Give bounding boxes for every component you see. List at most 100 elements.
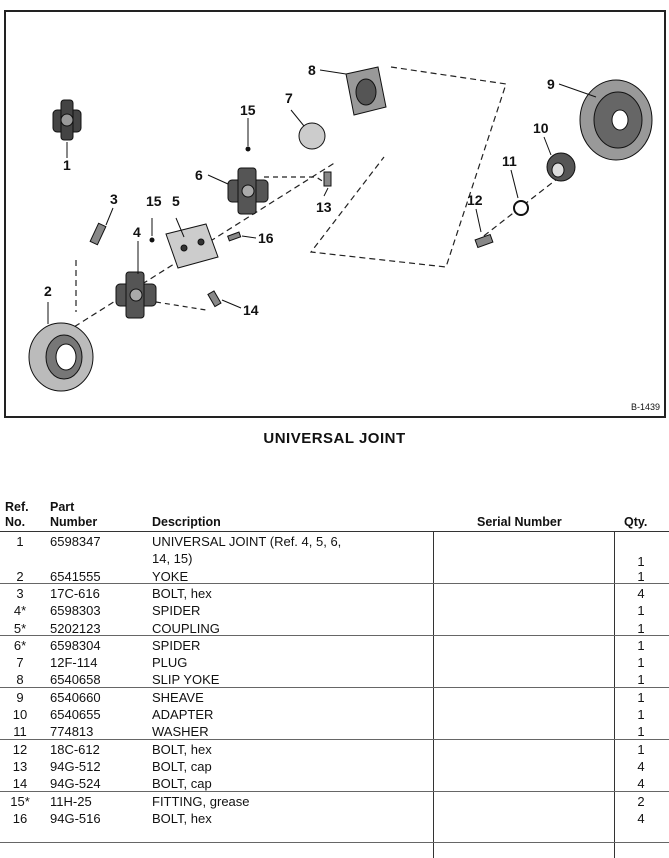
table-row: 8 6540658 SLIP YOKE 1 bbox=[0, 671, 669, 688]
callout-11: 11 bbox=[502, 153, 517, 169]
row-group-rule bbox=[0, 583, 669, 584]
assembly-line bbox=[264, 176, 325, 183]
qty: 1 bbox=[637, 689, 645, 705]
table-row: 5* 5202123 COUPLING 1 bbox=[0, 620, 669, 637]
ref-no: 3 bbox=[16, 585, 24, 601]
table-row: 15* 11H-25 FITTING, grease 2 bbox=[0, 793, 669, 810]
ref-no: 16 bbox=[12, 810, 28, 826]
description: ADAPTER bbox=[152, 707, 214, 722]
callout-15: 15 bbox=[240, 102, 256, 118]
part-number: 6598304 bbox=[50, 637, 101, 653]
qty: 1 bbox=[637, 637, 645, 653]
leader-line bbox=[319, 69, 347, 75]
description: BOLT, hex bbox=[152, 741, 212, 757]
part-number: 94G-516 bbox=[50, 810, 101, 826]
spider-lower bbox=[115, 271, 157, 319]
description: PLUG bbox=[152, 655, 188, 671]
qty: 1 bbox=[637, 655, 645, 671]
row-group-rule bbox=[0, 687, 669, 688]
row-group-rule bbox=[0, 791, 669, 792]
description: COUPLING bbox=[152, 620, 220, 636]
part-number: 6540658 bbox=[50, 672, 101, 688]
qty: 4 bbox=[637, 810, 645, 826]
description: YOKE bbox=[152, 568, 189, 584]
adapter bbox=[546, 152, 576, 182]
description: SPIDER bbox=[152, 603, 201, 619]
assembly-line bbox=[475, 171, 567, 243]
description: SPIDER bbox=[152, 637, 201, 653]
sheave bbox=[579, 79, 653, 161]
ref-no: 7 bbox=[16, 655, 24, 671]
callout-6: 6 bbox=[195, 167, 203, 183]
header-part-line1: Part bbox=[50, 500, 75, 514]
leader-line bbox=[475, 208, 482, 233]
description: FITTING, grease bbox=[152, 793, 250, 809]
row-group-rule bbox=[0, 739, 669, 740]
table-row: 9 6540660 SHEAVE 1 bbox=[0, 689, 669, 706]
callout-4: 4 bbox=[133, 224, 141, 240]
part-number: 6598347 bbox=[50, 534, 101, 549]
table-row: 14, 15) 1 bbox=[0, 550, 669, 570]
callout-5: 5 bbox=[172, 193, 180, 209]
leader-line bbox=[175, 217, 185, 238]
part-number: 17C-616 bbox=[50, 585, 100, 601]
callout-14: 14 bbox=[243, 302, 259, 318]
part-number: 18C-612 bbox=[50, 741, 100, 757]
description: SHEAVE bbox=[152, 689, 204, 705]
table-row: 16 94G-516 BOLT, hex 4 bbox=[0, 810, 669, 827]
part-number: 94G-512 bbox=[50, 758, 101, 774]
header-part-line2: Number bbox=[50, 515, 98, 529]
coupling bbox=[165, 223, 219, 269]
description: 14, 15) bbox=[152, 551, 193, 567]
ref-no: 4* bbox=[13, 603, 27, 619]
page-title: UNIVERSAL JOINT bbox=[263, 430, 406, 447]
qty: 1 bbox=[637, 724, 645, 740]
table-row: 13 94G-512 BOLT, cap 4 bbox=[0, 758, 669, 775]
qty: 4 bbox=[637, 758, 645, 774]
ref-no: 9 bbox=[16, 689, 24, 705]
table-row: 10 6540655 ADAPTER 1 bbox=[0, 706, 669, 723]
table-row: 14 94G-524 BOLT, cap 4 bbox=[0, 775, 669, 792]
header-rule bbox=[0, 531, 669, 532]
leader-line bbox=[510, 169, 519, 199]
table-row: 6* 6598304 SPIDER 1 bbox=[0, 637, 669, 654]
callout-10: 10 bbox=[533, 120, 549, 136]
diagram-drawing: 1 2 3 4 5 6 7 8 9 10 11 12 13 14 15 15 1… bbox=[28, 62, 653, 392]
ref-no: 6* bbox=[13, 637, 27, 653]
callout-16: 16 bbox=[258, 230, 274, 246]
bolt-hex-16 bbox=[227, 231, 242, 242]
callout-2: 2 bbox=[44, 283, 52, 299]
qty: 1 bbox=[637, 741, 645, 757]
washer bbox=[513, 200, 529, 216]
grease-fitting bbox=[149, 237, 155, 243]
description: SLIP YOKE bbox=[152, 672, 220, 688]
qty: 1 bbox=[637, 554, 645, 570]
universal-joint-assembly bbox=[52, 99, 82, 141]
qty-column-divider bbox=[614, 532, 615, 858]
qty: 1 bbox=[637, 672, 645, 688]
leader-line bbox=[221, 299, 242, 309]
qty: 1 bbox=[637, 620, 645, 636]
leader-line bbox=[323, 187, 329, 197]
callout-8: 8 bbox=[308, 62, 316, 78]
ref-no: 14 bbox=[12, 776, 28, 792]
callout-12: 12 bbox=[467, 192, 483, 208]
qty: 2 bbox=[637, 793, 645, 809]
bolt-hex-12 bbox=[474, 233, 494, 249]
serial-column-divider bbox=[433, 532, 434, 858]
description: WASHER bbox=[152, 724, 209, 740]
leader-line bbox=[241, 235, 257, 239]
assembly-line bbox=[155, 301, 207, 311]
assembly-line bbox=[65, 161, 337, 333]
table-row: 12 18C-612 BOLT, hex 1 bbox=[0, 741, 669, 758]
ref-no: 1 bbox=[16, 534, 24, 549]
ref-no: 13 bbox=[12, 758, 28, 774]
exploded-view-diagram: 1 2 3 4 5 6 7 8 9 10 11 12 13 14 15 15 1… bbox=[4, 10, 666, 418]
callout-7: 7 bbox=[285, 90, 293, 106]
qty: 4 bbox=[637, 776, 645, 792]
header-qty: Qty. bbox=[624, 515, 648, 529]
leader-line bbox=[558, 83, 597, 98]
table-row: 3 17C-616 BOLT, hex 4 bbox=[0, 585, 669, 602]
callout-1: 1 bbox=[63, 157, 71, 173]
part-number: 6541555 bbox=[50, 568, 101, 584]
